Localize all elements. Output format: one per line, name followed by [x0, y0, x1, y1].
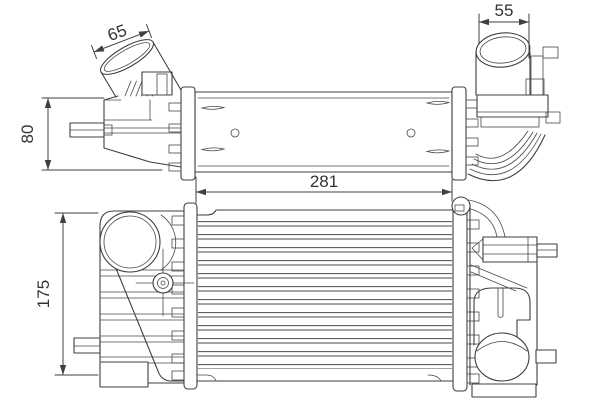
dimension-175: 175	[34, 212, 99, 376]
left-flange-front	[171, 202, 198, 390]
right-tank-front	[451, 196, 558, 398]
bolt-detail	[135, 248, 195, 317]
outlet-port-ellipse	[474, 332, 530, 382]
dimension-55: 55	[478, 1, 530, 59]
lower-pin-right	[535, 349, 557, 364]
dimension-281: 281	[195, 172, 453, 204]
pipe-support	[530, 55, 544, 99]
core-front-view	[196, 209, 453, 382]
tank-dome	[473, 287, 531, 346]
dim-175-label: 175	[34, 280, 53, 308]
core-slot	[200, 105, 226, 110]
left-tank-front	[73, 210, 195, 388]
core-tubes	[198, 221, 452, 369]
tank-top-block	[476, 94, 549, 118]
support-tab	[542, 46, 559, 59]
core-hole	[230, 128, 240, 138]
core-slot	[425, 100, 451, 105]
core-side-view	[194, 91, 453, 173]
right-tank-side	[467, 32, 561, 182]
tank-seam	[112, 260, 185, 382]
dim-80-label: 80	[18, 125, 37, 144]
connector-pin-right	[536, 243, 558, 258]
inlet-pipe-angled	[99, 39, 182, 98]
upper-connector	[471, 236, 558, 263]
right-flange-front	[452, 202, 480, 392]
dimension-80: 80	[18, 97, 163, 171]
left-tank-side	[69, 39, 182, 168]
dim-55-label: 55	[495, 1, 514, 20]
tank-duct-curves	[467, 130, 546, 182]
dim-281-label: 281	[310, 172, 338, 191]
dim-65-label: 65	[105, 21, 129, 45]
connector-tab-right	[545, 111, 561, 124]
tank-foot	[99, 361, 149, 388]
right-flange-side	[451, 86, 479, 181]
outlet-pipe-vertical	[475, 32, 531, 96]
side-view: 65 55 80	[18, 1, 561, 182]
core-slot	[425, 149, 451, 154]
front-view: 175	[34, 196, 558, 398]
inlet-port-circle	[99, 211, 161, 273]
core-slot	[200, 147, 226, 152]
bleed-tube	[466, 199, 506, 238]
core-hole	[406, 128, 416, 138]
left-flange-side	[168, 86, 196, 181]
tank-base	[471, 383, 537, 398]
bleed-screw	[451, 196, 471, 216]
mounting-pin-front	[73, 337, 101, 354]
